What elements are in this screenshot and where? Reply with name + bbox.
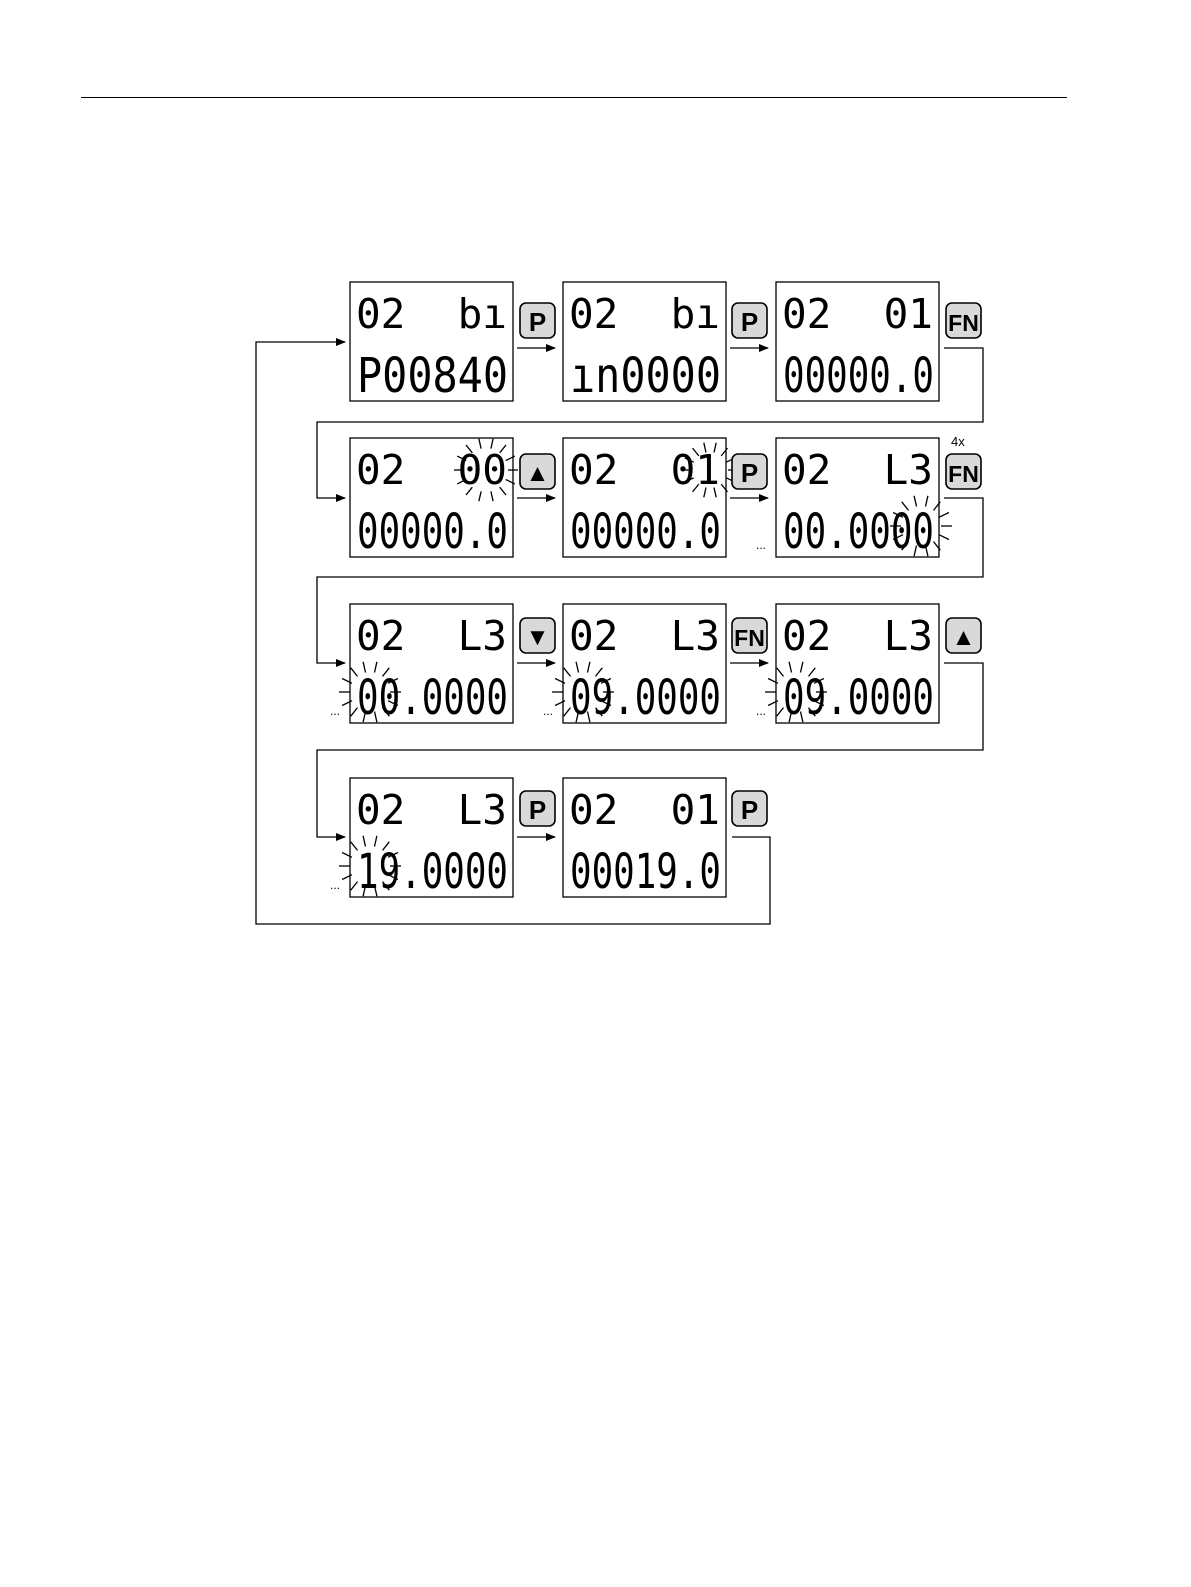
fn-key[interactable]: FN bbox=[732, 618, 767, 653]
lcd-screen: 02 01 00000.0 bbox=[776, 282, 939, 404]
lcd-top-left: 02 bbox=[356, 290, 405, 338]
lcd-top-left: 02 bbox=[569, 612, 618, 660]
lcd-bottom-value: 00000.0 bbox=[570, 504, 721, 560]
p-key[interactable]: P bbox=[732, 791, 767, 826]
ellipsis-label: ... bbox=[543, 704, 553, 718]
lcd-bottom-value: 09.0000 bbox=[570, 670, 721, 726]
lcd-top-left: 02 bbox=[356, 786, 405, 834]
lcd-screen: 02 L3 00.0000... bbox=[756, 438, 952, 560]
ellipsis-label: ... bbox=[756, 538, 766, 552]
p-key[interactable]: P bbox=[520, 791, 555, 826]
lcd-bottom-value: P00840 bbox=[357, 348, 508, 404]
key-label: ▼ bbox=[526, 624, 550, 651]
lcd-screen: 02 L3 09.0000... bbox=[756, 604, 939, 726]
key-label: FN bbox=[734, 625, 765, 651]
lcd-top-left: 02 bbox=[356, 612, 405, 660]
ellipsis-label: ... bbox=[330, 704, 340, 718]
down-arrow-key[interactable]: ▼ bbox=[520, 618, 555, 653]
lcd-screen: 02 01 00019.0 bbox=[563, 778, 726, 900]
lcd-top-right: bı bbox=[458, 290, 507, 338]
lcd-screen: 02 L3 09.0000... bbox=[543, 604, 726, 726]
lcd-screen: 02 bı ın0000 bbox=[563, 282, 726, 404]
lcd-top-right: L3 bbox=[671, 612, 720, 660]
lcd-screen: 02 00 00000.0 bbox=[350, 438, 518, 560]
lcd-top-right: bı bbox=[671, 290, 720, 338]
key-label: FN bbox=[948, 461, 979, 487]
lcd-top-left: 02 bbox=[356, 446, 405, 494]
key-label: ▲ bbox=[952, 624, 976, 651]
lcd-top-right: L3 bbox=[884, 612, 933, 660]
lcd-top-right: L3 bbox=[884, 446, 933, 494]
key-label: ▲ bbox=[526, 460, 550, 487]
lcd-screen: 02 01 00000.0 bbox=[563, 438, 738, 560]
key-label: P bbox=[741, 795, 758, 825]
lcd-bottom-value: 19.0000 bbox=[357, 844, 508, 900]
p-key[interactable]: P bbox=[520, 303, 555, 338]
key-label: P bbox=[741, 458, 758, 488]
lcd-bottom-value: 00000.0 bbox=[783, 348, 934, 404]
lcd-top-right: 00 bbox=[458, 446, 507, 494]
fn-key[interactable]: FN bbox=[946, 303, 981, 338]
lcd-screen: 02 L3 19.0000... bbox=[330, 778, 513, 900]
lcd-top-right: 01 bbox=[884, 290, 933, 338]
up-arrow-key[interactable]: ▲ bbox=[520, 454, 555, 489]
key-label: FN bbox=[948, 310, 979, 336]
lcd-bottom-value: 00019.0 bbox=[570, 844, 721, 900]
key-label: P bbox=[741, 307, 758, 337]
lcd-bottom-value: 09.0000 bbox=[783, 670, 934, 726]
up-arrow-key[interactable]: ▲ bbox=[946, 618, 981, 653]
lcd-top-right: 01 bbox=[671, 446, 720, 494]
key-label: P bbox=[529, 795, 546, 825]
lcd-top-left: 02 bbox=[569, 290, 618, 338]
lcd-top-left: 02 bbox=[782, 290, 831, 338]
lcd-top-right: L3 bbox=[458, 612, 507, 660]
ellipsis-label: ... bbox=[756, 704, 766, 718]
lcd-screen: 02 L3 00.0000... bbox=[330, 604, 513, 726]
p-key[interactable]: P bbox=[732, 454, 767, 489]
lcd-top-left: 02 bbox=[782, 446, 831, 494]
lcd-bottom-value: 00.0000 bbox=[783, 504, 934, 560]
lcd-top-right: L3 bbox=[458, 786, 507, 834]
key-label: P bbox=[529, 307, 546, 337]
lcd-top-left: 02 bbox=[782, 612, 831, 660]
lcd-bottom-value: 00000.0 bbox=[357, 504, 508, 560]
p-key[interactable]: P bbox=[732, 303, 767, 338]
lcd-top-left: 02 bbox=[569, 446, 618, 494]
fn-key[interactable]: FN 4x bbox=[946, 434, 981, 489]
ellipsis-label: ... bbox=[330, 878, 340, 892]
lcd-bottom-value: 00.0000 bbox=[357, 670, 508, 726]
lcd-top-right: 01 bbox=[671, 786, 720, 834]
press-count-label: 4x bbox=[951, 434, 965, 449]
lcd-top-left: 02 bbox=[569, 786, 618, 834]
lcd-bottom-value: ın0000 bbox=[570, 348, 721, 404]
